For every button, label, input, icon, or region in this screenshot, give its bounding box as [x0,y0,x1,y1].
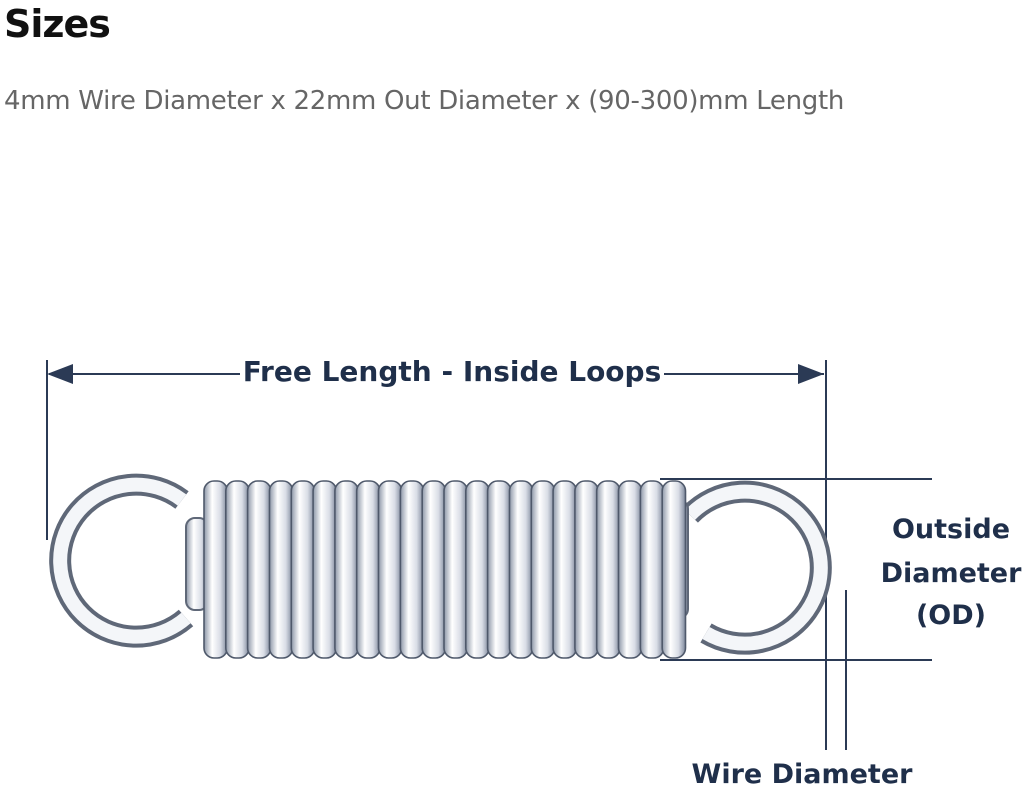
coil-turn [203,480,229,659]
od-label-line3: (OD) [916,600,986,631]
coil-turn [355,480,381,659]
spring-coils [203,480,687,659]
coil-turn [268,480,294,659]
wire-diameter-label: Wire Diameter [692,759,914,790]
coil-turn [225,480,250,659]
coil-turn [464,480,490,659]
left-hook-loop [49,473,209,648]
size-spec: 4mm Wire Diameter x 22mm Out Diameter x … [4,86,845,116]
free-length-label: Free Length - Inside Loops [243,355,662,388]
coil-turn [595,480,621,659]
coil-turn [508,480,534,659]
od-label-line1: Outside [892,514,1010,545]
dimension-lines [46,360,932,750]
od-label-line2: Diameter [881,558,1023,589]
coil-turn [246,480,272,659]
coil-turn [574,480,600,659]
coil-turn [486,480,512,659]
coil-turn [312,480,338,659]
coil-turn [617,480,643,659]
coil-turn [334,480,359,659]
coil-turn [443,480,469,659]
right-hook-loop [665,480,832,655]
page-title: Sizes [4,2,111,46]
coil-turn [530,480,556,659]
coil-turn [377,480,403,659]
coil-turn [399,480,425,659]
coil-turn [639,480,665,659]
coil-turn [290,480,316,659]
coil-turn [421,480,447,659]
coil-turn [661,480,687,659]
coil-turn [552,480,578,659]
